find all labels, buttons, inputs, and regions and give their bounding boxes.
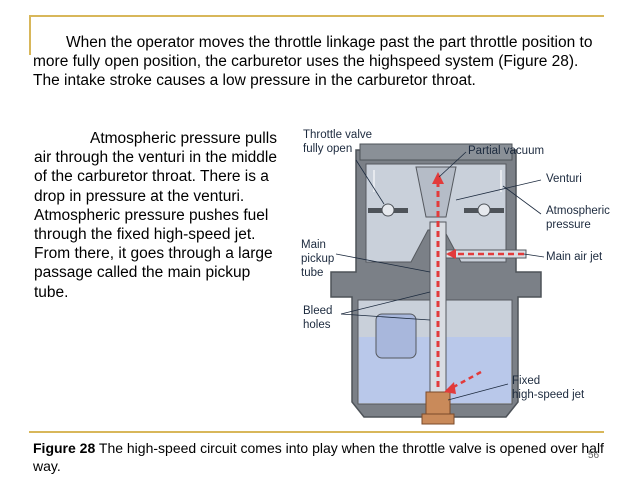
label-bleed-1: Bleed (303, 305, 332, 317)
throttle-shaft-right (477, 203, 491, 217)
air-horn (359, 143, 513, 161)
label-partial-vacuum: Partial vacuum (468, 145, 544, 157)
leader-fixed (447, 383, 509, 401)
float (375, 313, 417, 359)
leader-pickup (335, 253, 431, 273)
body-paragraph: Atmospheric pressure pulls air through t… (34, 130, 277, 301)
venturi-shape (415, 166, 457, 218)
leader-throttle (355, 159, 385, 205)
carburetor-diagram: Throttle valve fully open Partial vacuum… (301, 129, 610, 425)
label-fixed-2: high-speed jet (512, 389, 585, 401)
figure-caption: Figure 28 The high-speed circuit comes i… (33, 439, 633, 475)
label-main-pickup-3: tube (301, 267, 323, 279)
leader-bleed-1 (340, 291, 431, 315)
figure-caption-text: The high-speed circuit comes into play w… (33, 440, 604, 474)
intro-paragraph: When the operator moves the throttle lin… (33, 34, 593, 89)
page-number: 56 (588, 450, 600, 461)
label-atmospheric-2: pressure (546, 219, 591, 231)
label-main-air-jet: Main air jet (546, 251, 603, 263)
throttle-shaft-left (381, 203, 395, 217)
label-main-pickup-1: Main (301, 239, 326, 251)
bottom-rule (29, 431, 604, 433)
leader-main-air-jet (523, 253, 545, 258)
label-atmospheric-1: Atmospheric (546, 205, 610, 217)
flow-arrow-air (446, 249, 456, 259)
flow-arrow-fuel (444, 382, 456, 394)
label-venturi: Venturi (546, 173, 582, 185)
label-fixed-1: Fixed (512, 375, 540, 387)
label-throttle-valve-2: fully open (303, 143, 352, 155)
top-rule (29, 15, 604, 17)
leader-vacuum (438, 151, 467, 178)
flow-arrow-up (432, 172, 444, 184)
figure-caption-label: Figure 28 (33, 440, 96, 456)
label-main-pickup-2: pickup (301, 253, 334, 265)
jet-nut (421, 413, 455, 425)
leader-bleed-2 (340, 313, 431, 321)
leader-venturi (455, 179, 542, 201)
label-throttle-valve-1: Throttle valve (303, 129, 372, 141)
label-bleed-2: holes (303, 319, 331, 331)
high-speed-jet-fitting (425, 391, 451, 415)
leader-atmo (502, 185, 542, 215)
left-rule (29, 15, 31, 55)
